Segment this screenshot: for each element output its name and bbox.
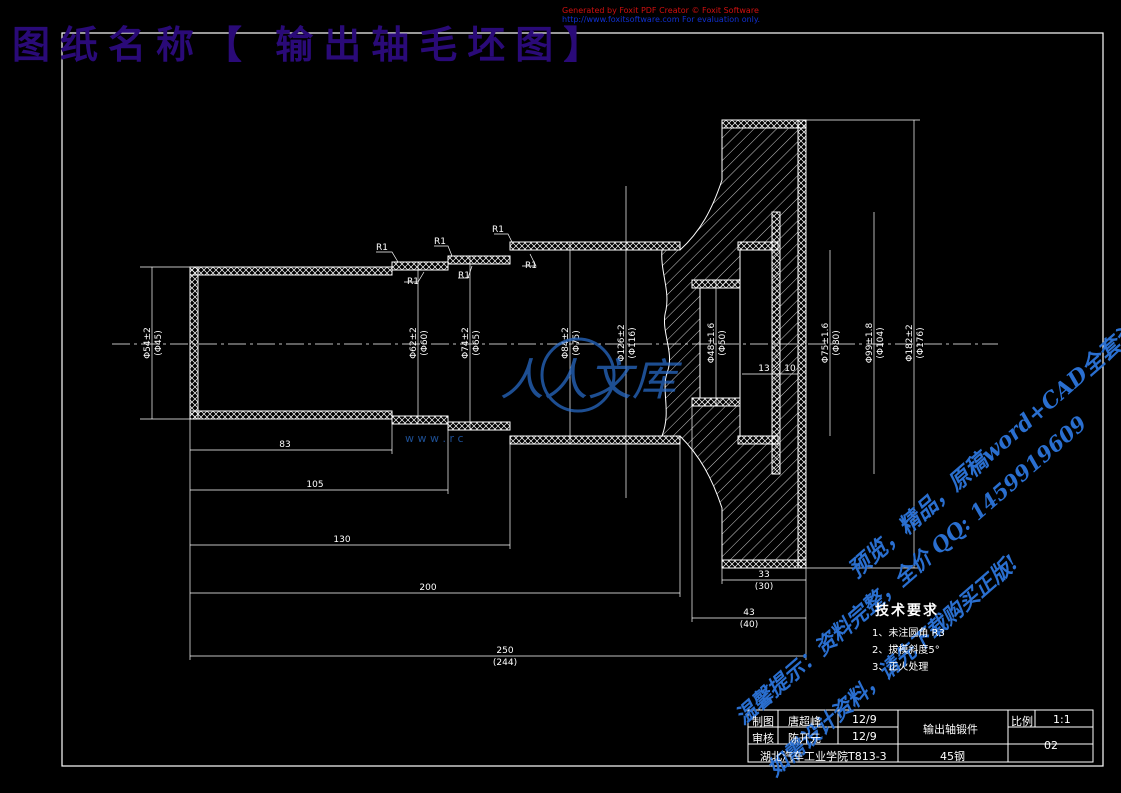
dim-len-43: 43 [743, 608, 754, 618]
title-block [747, 709, 1094, 763]
drawing-title: 图纸名称【 输出轴毛坯图】 [12, 22, 612, 67]
tb-material: 45钢 [940, 750, 965, 763]
dim-len-33: 33 [758, 570, 769, 580]
dim-d6-sub: (Φ50) [718, 330, 728, 356]
tb-drawing-no: 02 [1044, 739, 1058, 752]
dim-d7-sub: (Φ80) [832, 330, 842, 356]
tb-check-date: 12/9 [852, 730, 877, 743]
tb-check-name: 陈开元 [788, 732, 821, 745]
dim-r1-b: R1 [434, 237, 446, 247]
dim-d9-sub: (Φ176) [916, 327, 926, 358]
dim-d2: Φ62±2 [409, 327, 419, 359]
dim-len-130: 130 [333, 535, 350, 545]
dim-d5: Φ126±2 [617, 324, 627, 362]
dim-len-83: 83 [279, 440, 290, 450]
tb-drawn-label: 制图 [752, 715, 774, 728]
tech-req-heading: 技术要求 [875, 603, 939, 619]
tech-req-item: 3、正火处理 [872, 662, 929, 673]
dim-d9: Φ182±2 [905, 324, 915, 362]
dim-r1-f: R1 [525, 261, 537, 271]
dim-d3: Φ74±2 [461, 327, 471, 359]
tb-scale-value: 1:1 [1053, 713, 1071, 726]
dim-r1-c: R1 [492, 225, 504, 235]
dim-len-13: 13 [758, 364, 769, 374]
tb-check-label: 审核 [752, 732, 774, 745]
dim-len-10: 10 [784, 364, 796, 374]
tb-school: 湖北汽车工业学院T813-3 [760, 750, 887, 763]
tb-part-name: 输出轴锻件 [923, 723, 978, 736]
tb-drawn-date: 12/9 [852, 713, 877, 726]
dim-d3-sub: (Φ65) [472, 330, 482, 356]
tb-scale-label: 比例 [1011, 715, 1033, 728]
dim-len-30: (30) [755, 582, 773, 592]
dim-r1-d: R1 [407, 277, 419, 287]
dim-len-200: 200 [419, 583, 436, 593]
dim-d1-sub: (Φ45) [154, 330, 164, 356]
watermark-logo: 人人文库 w w w . r c [405, 337, 683, 445]
dim-d5-sub: (Φ116) [628, 327, 638, 358]
svg-text:w w w . r c: w w w . r c [405, 432, 464, 445]
dim-d8: Φ99±1.8 [865, 323, 875, 364]
tb-drawn-name: 唐超峰 [788, 715, 821, 728]
dim-len-250: 250 [496, 646, 513, 656]
dim-d1: Φ54±2 [143, 327, 153, 359]
tech-req-item: 1、未注圆角 R3 [872, 628, 945, 639]
dim-len-244: (244) [493, 658, 517, 668]
dim-d6: Φ48±1.6 [707, 323, 717, 364]
drawing-frame [61, 32, 1104, 767]
dim-d8-sub: (Φ104) [876, 327, 886, 358]
foxit-line1: Generated by Foxit PDF Creator © Foxit S… [562, 6, 759, 15]
tech-req-item: 2、拔模斜度5° [872, 645, 940, 656]
foxit-banner: Generated by Foxit PDF Creator © Foxit S… [562, 6, 760, 24]
dim-len-40: (40) [740, 620, 758, 630]
svg-text:人人文库: 人人文库 [500, 355, 683, 406]
dim-len-105: 105 [306, 480, 323, 490]
dim-d4-sub: (Φ75) [572, 330, 582, 356]
dim-d7: Φ75±1.6 [821, 323, 831, 364]
dim-r1-e: R1 [458, 271, 470, 281]
foxit-line2: http://www.foxitsoftware.com For evaluat… [562, 15, 761, 24]
dim-d2-sub: (Φ60) [420, 330, 430, 356]
dim-r1-a: R1 [376, 243, 388, 253]
flange-section [661, 127, 799, 561]
dim-d4: Φ84±2 [561, 327, 571, 359]
